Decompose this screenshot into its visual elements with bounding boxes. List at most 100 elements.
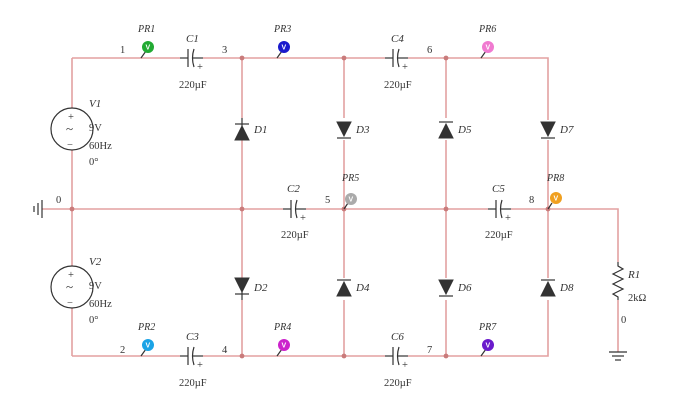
capacitor-c5-name: C5	[492, 183, 505, 195]
capacitor-c5-plus: +	[505, 213, 511, 224]
diode-d4[interactable]: D4	[336, 279, 370, 297]
junction-node-3	[239, 55, 245, 61]
probe-pr1-icon: V	[146, 45, 151, 52]
diode-d6-label: D6	[457, 282, 472, 294]
probe-pr1-marker	[142, 41, 154, 53]
ac-source-v2-phase: 0°	[89, 315, 98, 326]
diode-d3-label: D3	[355, 124, 370, 136]
capacitor-c4-plus: +	[402, 62, 408, 73]
probe-pr3-icon: V	[282, 45, 287, 52]
ac-source-v1-name: V1	[89, 98, 101, 110]
capacitor-c4-value: 220µF	[384, 80, 412, 91]
resistor-r1-name: R1	[627, 269, 640, 281]
capacitor-c3[interactable]: + C3 220µF	[179, 331, 207, 389]
node-label-2: 2	[120, 345, 125, 356]
probe-pr5[interactable]: V PR5	[341, 173, 359, 210]
node-label-5: 5	[325, 195, 330, 206]
diode-d7-label: D7	[559, 124, 574, 136]
wires	[42, 57, 619, 357]
probe-pr2[interactable]: V PR2	[137, 322, 155, 357]
capacitor-c1[interactable]: + C1 220µF	[179, 33, 207, 91]
diode-d6[interactable]: D6	[438, 279, 472, 297]
ac-source-v1-phase: 0°	[89, 157, 98, 168]
probe-pr6[interactable]: V PR6	[478, 24, 496, 59]
node-label-7: 7	[427, 345, 432, 356]
probe-pr3[interactable]: V PR3	[273, 24, 291, 59]
probe-pr4[interactable]: V PR4	[273, 322, 291, 357]
capacitor-c1-name: C1	[186, 33, 199, 45]
probe-pr7[interactable]: V PR7	[478, 322, 497, 357]
probe-pr5-label: PR5	[341, 173, 359, 184]
diode-d4-label: D4	[355, 282, 370, 294]
ac-source-v1-volts: 9V	[89, 123, 102, 134]
diode-d3[interactable]: D3	[336, 121, 370, 139]
capacitor-c6-name: C6	[391, 331, 404, 343]
probe-pr7-icon: V	[486, 343, 491, 350]
ground-symbol-right[interactable]	[609, 351, 627, 361]
node-label-6: 6	[427, 45, 432, 56]
diode-d7[interactable]: D7	[540, 121, 574, 139]
capacitor-c3-name: C3	[186, 331, 199, 343]
probe-pr8-label: PR8	[546, 173, 564, 184]
capacitor-c5-value: 220µF	[485, 230, 513, 241]
diode-d8-label: D8	[559, 282, 574, 294]
probe-pr8-marker	[550, 192, 562, 204]
capacitor-c6[interactable]: + C6 220µF	[384, 331, 412, 389]
diode-d1-label: D1	[253, 124, 267, 136]
probe-pr5-marker	[345, 193, 357, 205]
probe-pr6-marker	[482, 41, 494, 53]
probe-pr1-label: PR1	[137, 24, 155, 35]
ac-source-v1-minus: −	[67, 140, 73, 151]
ac-source-v1-plus: +	[68, 112, 74, 123]
ac-source-v2-volts: 9V	[89, 281, 102, 292]
capacitor-c4[interactable]: + C4 220µF	[384, 33, 412, 91]
node-label-0: 0	[56, 195, 61, 206]
junctions	[69, 55, 551, 359]
capacitor-c6-value: 220µF	[384, 378, 412, 389]
diode-d1[interactable]: D1	[234, 118, 267, 141]
junction-top-mid	[341, 55, 347, 61]
probe-pr8-icon: V	[554, 196, 559, 203]
probe-pr6-label: PR6	[478, 24, 496, 35]
capacitor-c2-value: 220µF	[281, 230, 309, 241]
ac-source-v2-minus: −	[67, 298, 73, 309]
capacitor-c2-name: C2	[287, 183, 300, 195]
node-label-3: 3	[222, 45, 227, 56]
probe-pr3-label: PR3	[273, 24, 291, 35]
probe-pr6-icon: V	[486, 45, 491, 52]
probe-pr4-marker	[278, 339, 290, 351]
capacitor-c2-plus: +	[300, 213, 306, 224]
junction-node-6	[443, 55, 449, 61]
ac-source-v2-plus: +	[68, 270, 74, 281]
probe-pr4-label: PR4	[273, 322, 291, 333]
junction-bottom-mid	[341, 353, 347, 359]
ac-source-v2-name: V2	[89, 256, 102, 268]
probe-pr7-label: PR7	[478, 322, 497, 333]
capacitor-c6-plus: +	[402, 360, 408, 371]
resistor-r1-value: 2kΩ	[628, 293, 647, 304]
ac-source-v1[interactable]: + − ~ V1 9V 60Hz 0°	[50, 98, 112, 168]
diode-d2[interactable]: D2	[234, 277, 268, 300]
diode-d5[interactable]: D5	[438, 121, 472, 139]
node-label-4: 4	[222, 345, 228, 356]
node-label-1: 1	[120, 45, 125, 56]
ac-source-v1-freq: 60Hz	[89, 141, 112, 152]
probe-pr7-marker	[482, 339, 494, 351]
sine-wave-icon: ~	[66, 121, 73, 136]
probe-pr1[interactable]: V PR1	[137, 24, 155, 59]
capacitor-c3-value: 220µF	[179, 378, 207, 389]
ground-symbol-left[interactable]	[33, 200, 43, 218]
junction-mid-right	[443, 206, 449, 212]
resistor-r1[interactable]: R1 2kΩ	[611, 262, 647, 304]
probe-pr2-icon: V	[146, 343, 151, 350]
capacitor-c5[interactable]: + C5 220µF	[485, 183, 513, 241]
capacitor-c2[interactable]: + C2 220µF	[281, 183, 309, 241]
ac-source-v2-freq: 60Hz	[89, 299, 112, 310]
diode-d8[interactable]: D8	[540, 279, 574, 297]
ac-source-v2[interactable]: + − ~ V2 9V 60Hz 0°	[50, 256, 112, 326]
sine-wave-icon: ~	[66, 279, 73, 294]
diode-d2-label: D2	[253, 282, 268, 294]
probe-pr8[interactable]: V PR8	[546, 173, 564, 210]
probe-pr2-label: PR2	[137, 322, 155, 333]
